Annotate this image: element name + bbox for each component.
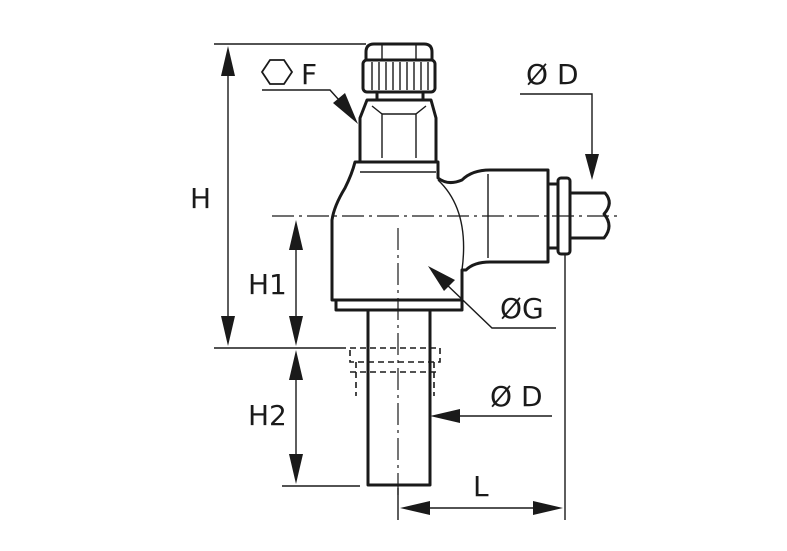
side-port: [546, 176, 611, 256]
hexagon-icon: [260, 59, 294, 85]
extension-lines: [214, 43, 566, 520]
dimension-h: [221, 46, 235, 346]
fitting-body: [330, 160, 550, 312]
leader-g: [428, 266, 556, 329]
label-f: F: [301, 58, 317, 91]
leader-d-top: [520, 93, 599, 180]
hex-nut: [358, 90, 438, 164]
adjusting-knob: [361, 42, 437, 94]
label-h1: H1: [248, 268, 287, 301]
dimension-h1: [289, 220, 303, 346]
bottom-stem: [349, 308, 441, 487]
label-d-top: Ø D: [526, 58, 579, 91]
label-d-bottom: Ø D: [490, 380, 543, 413]
label-h2: H2: [248, 399, 287, 432]
leader-d-bottom: [430, 409, 552, 423]
center-lines: [272, 215, 622, 498]
label-h: H: [190, 182, 211, 215]
leader-f: [262, 89, 358, 124]
dimension-h2: [289, 350, 303, 484]
label-g: ØG: [500, 292, 544, 325]
label-l: L: [473, 470, 489, 503]
dimension-l: [400, 501, 563, 515]
